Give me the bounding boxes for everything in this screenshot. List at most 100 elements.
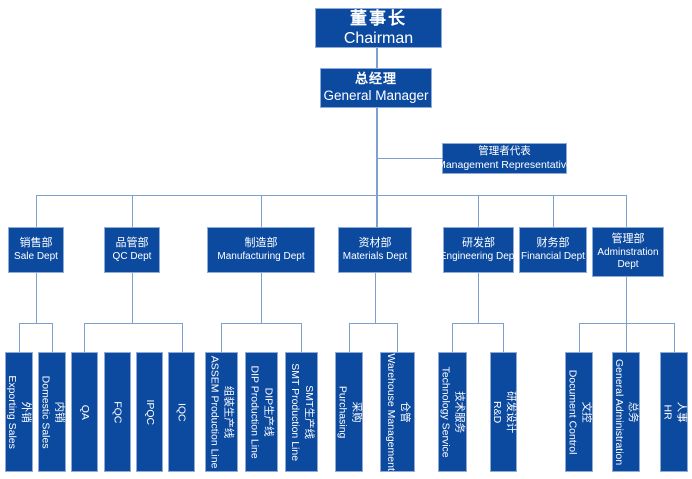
dept-label-zh: 研发部: [462, 237, 495, 250]
unit-label-en: Purchasing: [336, 385, 349, 439]
unit-label-en: Exporting Sales: [6, 375, 19, 449]
dept-label-zh: 管理部: [611, 233, 645, 246]
connector-line: [182, 323, 183, 352]
connector-line: [478, 195, 479, 227]
connector-line: [349, 323, 397, 324]
connector-line: [301, 323, 302, 352]
unit-fqc: FQC: [104, 352, 131, 472]
unit-label-en: IQC: [175, 402, 188, 422]
dept-engineering: 研发部 Engineering Dept: [439, 227, 518, 273]
connector-line: [84, 323, 85, 352]
connector-line: [375, 273, 376, 323]
node-general-manager: 总经理 General Manager: [320, 68, 432, 108]
connector-line: [626, 195, 627, 227]
unit-label-zh: 仓管: [398, 401, 411, 423]
connector-line: [261, 273, 262, 323]
dept-label-en: Materials Dept: [342, 251, 408, 263]
connector-line: [452, 323, 503, 324]
connector-line: [19, 323, 52, 324]
dept-administration: 管理部 Adminstration Dept: [592, 227, 664, 277]
unit-label-zh: DIP生产线: [262, 387, 275, 437]
mr-label-en: Management Representative: [437, 159, 572, 172]
unit-label-en: DIP Production Line: [248, 365, 261, 459]
unit-label-en: IPQC: [143, 399, 156, 425]
unit-label-zh: SMT生产线: [302, 385, 315, 439]
unit-label-zh: 外销: [20, 401, 33, 423]
unit-label-zh: 文控: [580, 401, 593, 423]
dept-materials: 资材部 Materials Dept: [338, 227, 412, 273]
unit-label-en: HR: [661, 404, 674, 420]
connector-line: [503, 323, 504, 352]
connector-line: [579, 323, 580, 352]
dept-label-en: Financial Dept: [521, 251, 585, 263]
unit-label-en: Technology Service: [439, 366, 452, 458]
unit-label-zh: 内销: [53, 401, 66, 423]
dept-label-en: Adminstration Dept: [597, 246, 659, 271]
dept-manufacturing: 制造部 Manufacturing Dept: [207, 227, 315, 273]
connector-line: [349, 323, 350, 352]
unit-label-en: General Administration: [613, 358, 626, 466]
connector-line: [19, 323, 20, 352]
connector-line: [36, 195, 627, 196]
unit-label-zh: 组装生产线: [222, 385, 235, 439]
gm-label-zh: 总经理: [354, 71, 397, 87]
dept-label-en: Engineering Dept: [439, 251, 518, 263]
dept-qc: 品管部 QC Dept: [104, 227, 160, 273]
gm-label-en: General Manager: [323, 88, 429, 104]
unit-label-en: Warehouse Management: [384, 353, 397, 471]
connector-line: [579, 323, 674, 324]
unit-label-zh: 人事: [675, 401, 688, 423]
node-management-representative: 管理者代表 Management Representative: [437, 143, 572, 174]
dept-sale: 销售部 Sale Dept: [8, 227, 64, 273]
dept-financial: 财务部 Financial Dept: [519, 227, 587, 273]
unit-label-en: R&D: [490, 400, 503, 424]
dept-label-en: Manufacturing Dept: [217, 251, 305, 263]
unit-label-en: SMT Production Line: [288, 363, 301, 461]
unit-label-en: FQC: [111, 400, 124, 424]
unit-label-en: ASSEM Production Line: [208, 355, 221, 469]
connector-line: [376, 108, 378, 227]
connector-line: [478, 273, 479, 323]
connector-line: [36, 195, 37, 227]
chairman-label-en: Chairman: [343, 30, 414, 48]
dept-label-en: Sale Dept: [14, 251, 58, 263]
unit-label-en: Document Control: [566, 369, 579, 455]
connector-line: [132, 195, 133, 227]
connector-line: [52, 323, 53, 352]
connector-line: [132, 273, 133, 323]
unit-label-en: QA: [78, 404, 91, 420]
connector-line: [452, 323, 453, 352]
dept-label-zh: 品管部: [115, 237, 149, 250]
connector-line: [553, 195, 554, 227]
unit-iqc: IQC: [168, 352, 195, 472]
connector-line: [377, 158, 443, 159]
unit-label-zh: 技术服务: [453, 390, 466, 433]
connector-line: [84, 323, 182, 324]
connector-line: [36, 273, 37, 323]
dept-label-en: QC Dept: [112, 251, 152, 263]
connector-line: [674, 323, 675, 352]
chairman-label-zh: 董事长: [350, 8, 407, 28]
unit-label-zh: 总务: [627, 401, 640, 423]
unit-label-en: Domestic Sales: [39, 375, 52, 449]
unit-qa: QA: [71, 352, 98, 472]
dept-label-zh: 资材部: [358, 237, 392, 250]
connector-line: [626, 277, 627, 352]
dept-label-zh: 制造部: [244, 237, 278, 250]
unit-label-zh: 采购: [350, 401, 363, 423]
connector-line: [397, 323, 398, 352]
unit-label-zh: 研发设计: [504, 390, 517, 433]
connector-line: [261, 195, 262, 227]
mr-label-zh: 管理者代表: [478, 145, 531, 158]
connector-line: [376, 48, 378, 68]
